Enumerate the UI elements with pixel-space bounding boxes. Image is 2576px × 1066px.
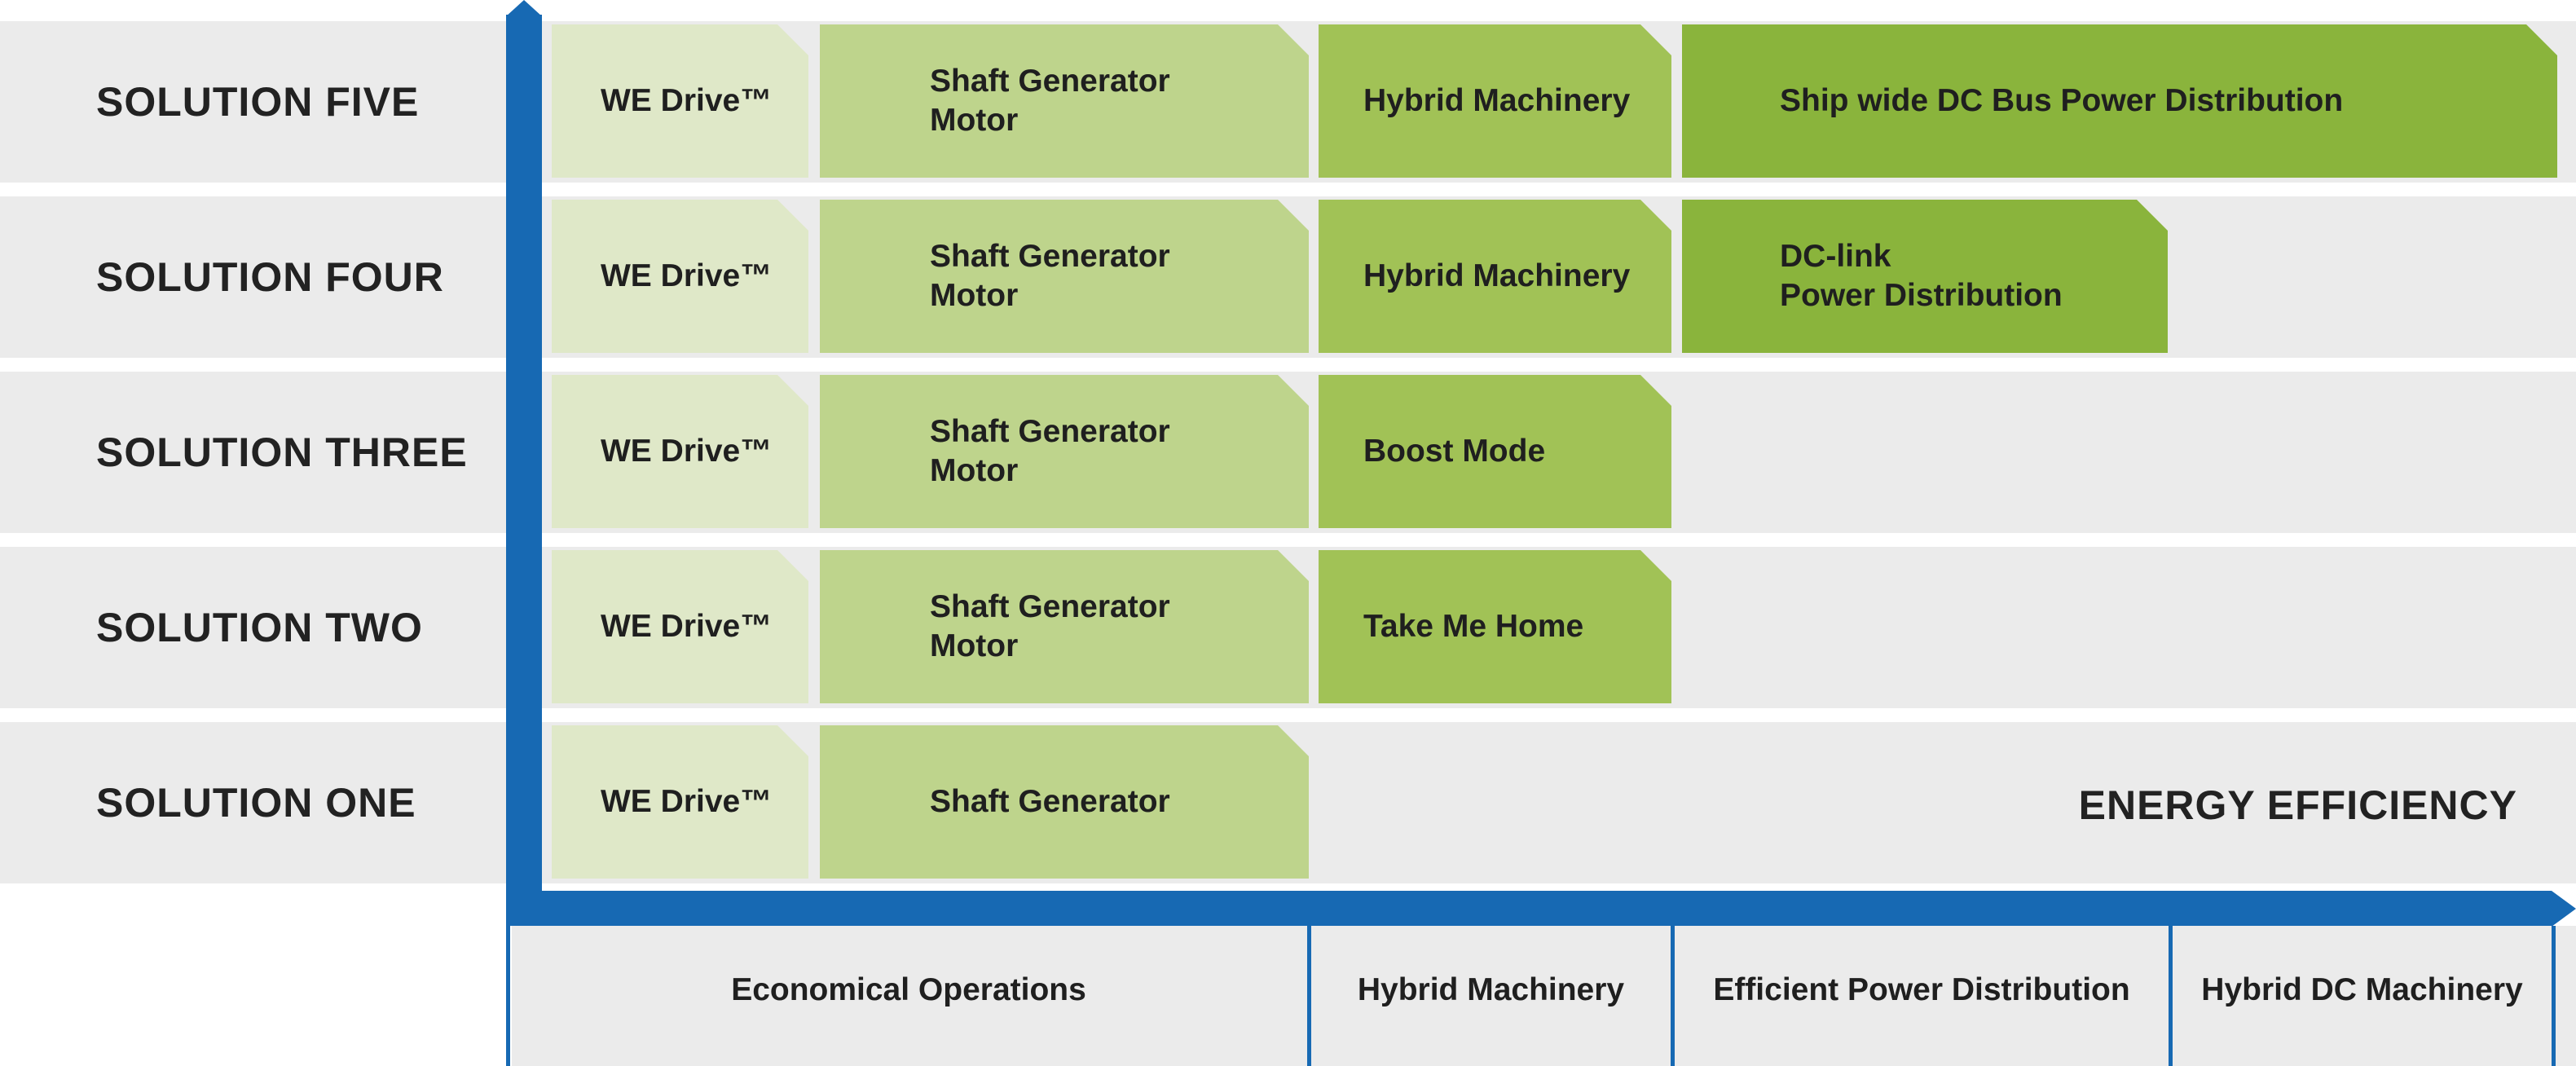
y-axis-label: ENERGY EFFICIENCY <box>2078 782 2517 828</box>
solution-cell: Shaft Generator Motor <box>820 200 1309 353</box>
x-category-label: Efficient Power Distribution <box>1713 972 2130 1007</box>
solution-cell: WE Drive™ <box>552 200 808 353</box>
solution-cell: Ship wide DC Bus Power Distribution <box>1682 24 2557 178</box>
x-category-divider <box>2169 926 2173 1066</box>
solution-cell: WE Drive™ <box>552 375 808 528</box>
x-category-divider <box>1307 926 1311 1066</box>
solution-cell: WE Drive™ <box>552 550 808 703</box>
solution-cell: WE Drive™ <box>552 725 808 879</box>
x-category-divider <box>506 926 510 1066</box>
x-category-band <box>512 926 2576 1066</box>
solution-cell: Hybrid Machinery <box>1319 24 1671 178</box>
solution-cell: DC-link Power Distribution <box>1682 200 2168 353</box>
x-category-divider <box>1671 926 1675 1066</box>
row-label: SOLUTION FIVE <box>96 79 420 125</box>
solution-cell: Hybrid Machinery <box>1319 200 1671 353</box>
y-axis-line <box>506 15 542 926</box>
x-axis-line <box>506 891 2552 926</box>
row-label: SOLUTION TWO <box>96 605 423 650</box>
row-label: SOLUTION THREE <box>96 429 468 475</box>
x-category-label: Hybrid Machinery <box>1357 972 1625 1007</box>
solution-cell: Take Me Home <box>1319 550 1671 703</box>
x-axis-arrowhead <box>2552 891 2576 927</box>
row-label: SOLUTION ONE <box>96 780 416 826</box>
solution-cell: Shaft Generator <box>820 725 1309 879</box>
solution-cell: Boost Mode <box>1319 375 1671 528</box>
x-category-label: Economical Operations <box>731 972 1086 1007</box>
row-label: SOLUTION FOUR <box>96 254 444 300</box>
y-axis-arrowhead <box>506 0 542 16</box>
solution-cell: Shaft Generator Motor <box>820 550 1309 703</box>
x-category-divider <box>2552 926 2556 1066</box>
solution-cell: Shaft Generator Motor <box>820 375 1309 528</box>
solution-cell: WE Drive™ <box>552 24 808 178</box>
x-category-label: Hybrid DC Machinery <box>2201 972 2523 1007</box>
solution-cell: Shaft Generator Motor <box>820 24 1309 178</box>
